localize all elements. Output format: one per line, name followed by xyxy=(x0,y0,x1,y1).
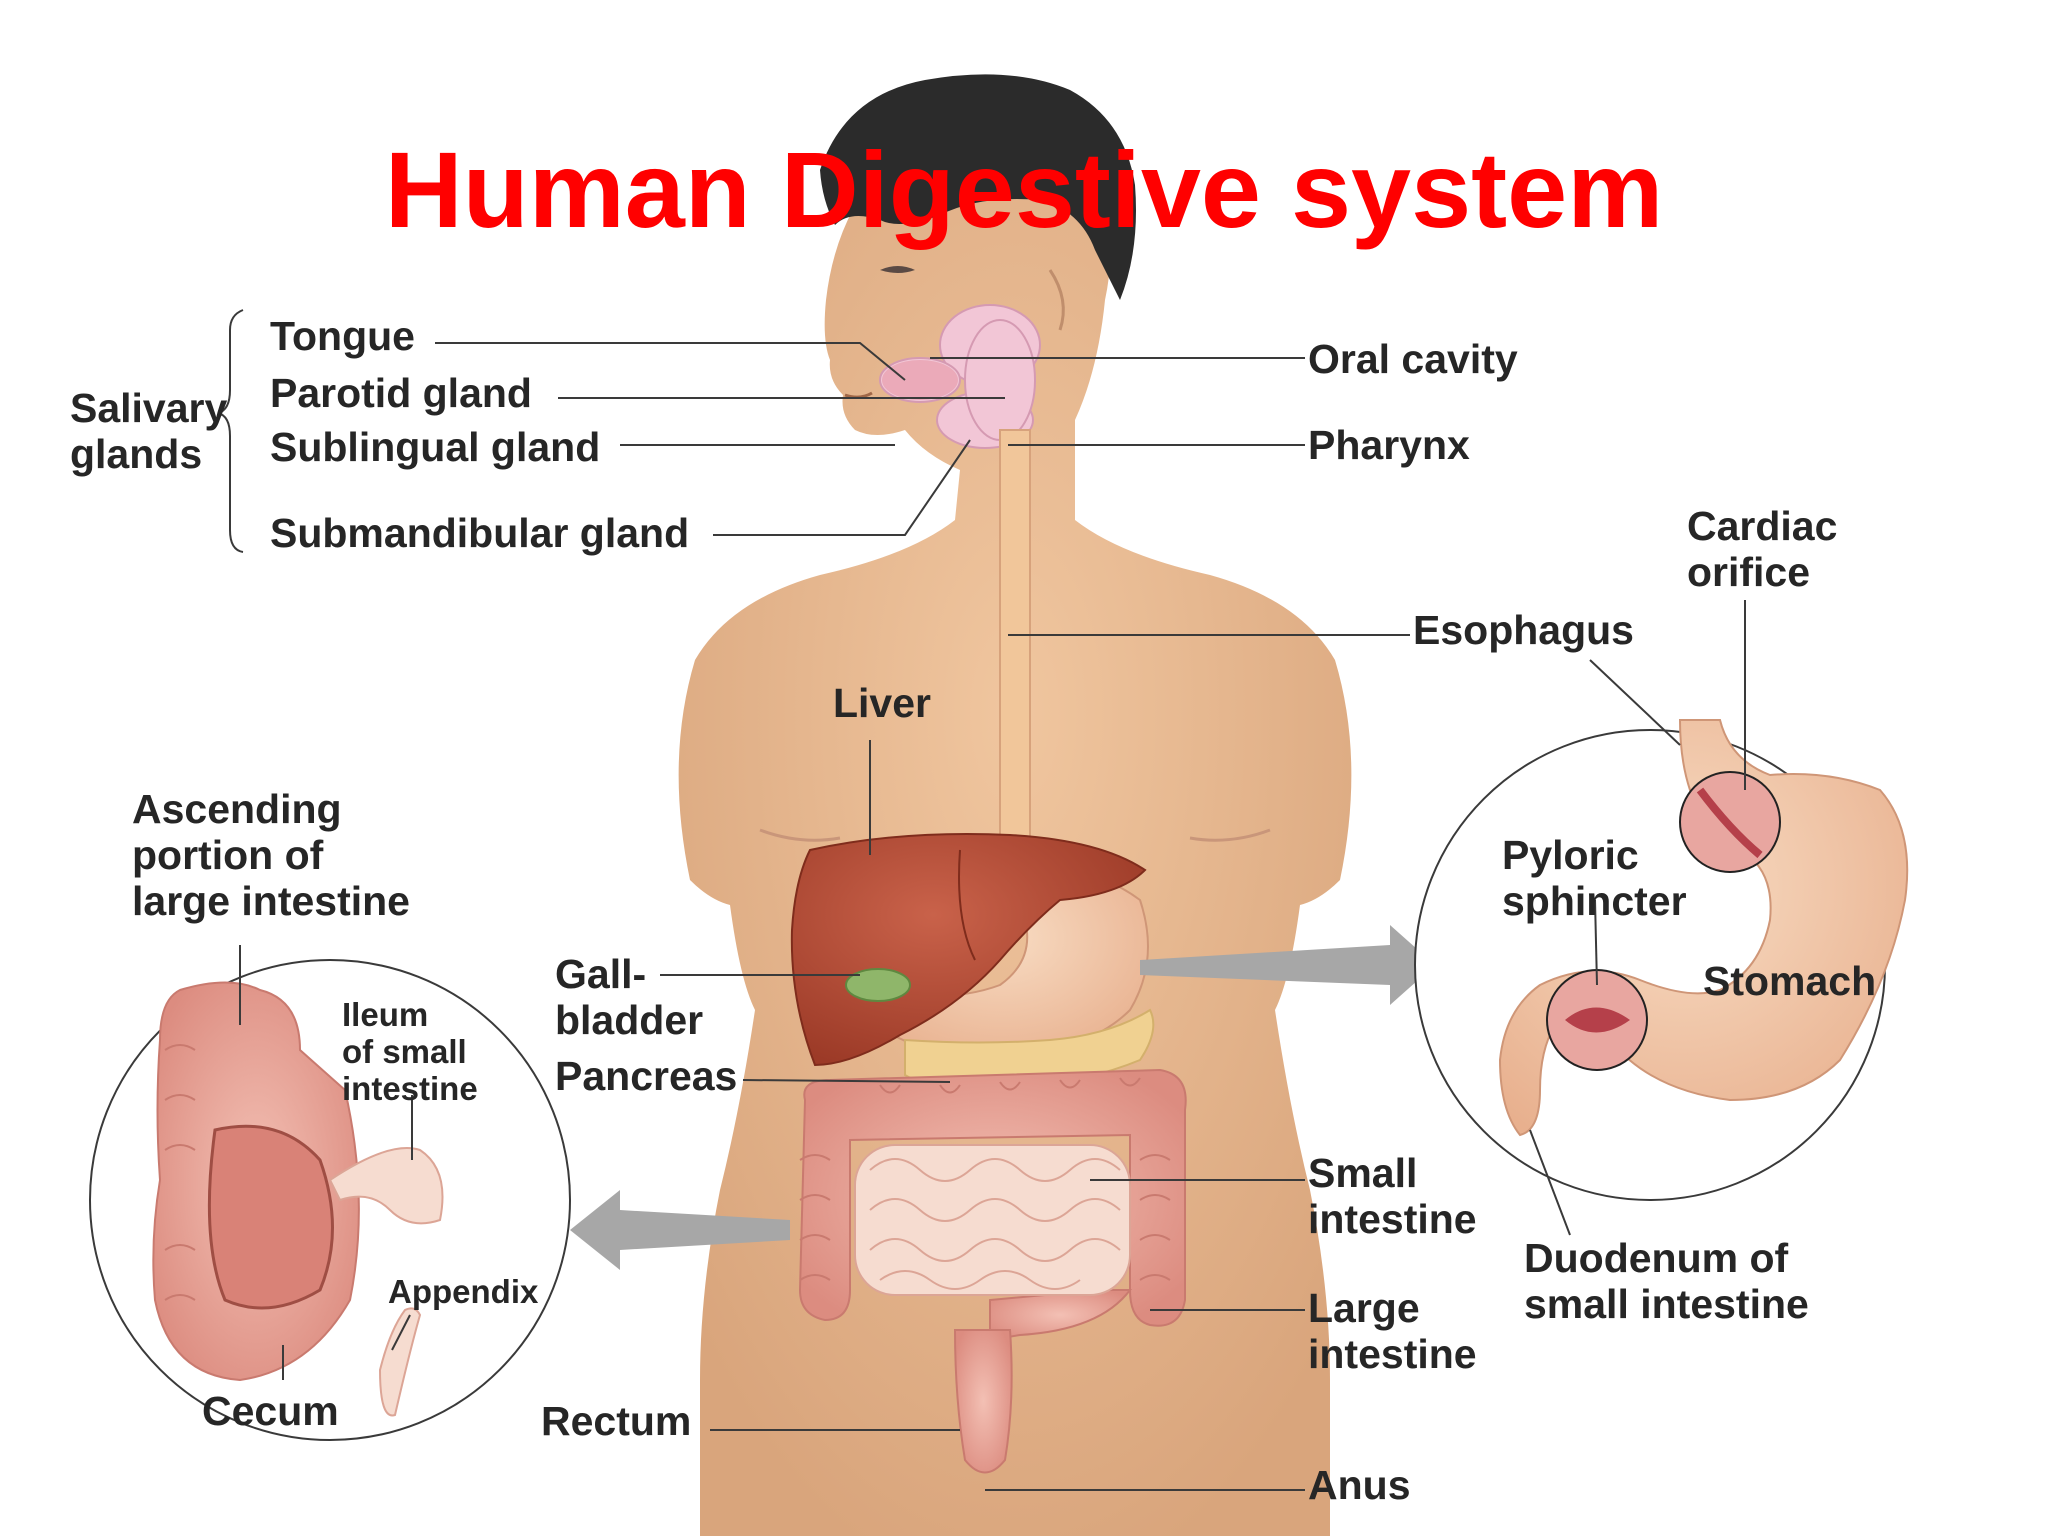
label-pharynx: Pharynx xyxy=(1308,422,1470,468)
rectum-illustration xyxy=(953,1329,1013,1474)
label-ileum-line2: of small xyxy=(342,1033,467,1070)
label-pyloric-line2: sphincter xyxy=(1502,878,1687,924)
label-ileum-line3: intestine xyxy=(342,1070,478,1107)
label-small-intestine: Small intestine xyxy=(1308,1150,1477,1242)
label-pyloric-line1: Pyloric xyxy=(1502,832,1639,878)
label-salivary-glands-line1: Salivary xyxy=(70,385,228,431)
arrow-to-intestine-inset xyxy=(570,1190,790,1270)
label-ascending-line2: portion of xyxy=(132,832,324,878)
label-esophagus: Esophagus xyxy=(1413,607,1634,653)
label-sublingual-gland: Sublingual gland xyxy=(270,424,601,470)
label-gallbladder-line2: bladder xyxy=(555,997,704,1043)
label-submandibular-gland: Submandibular gland xyxy=(270,510,690,556)
leader-lines xyxy=(217,309,1746,1491)
small-intestine-illustration xyxy=(854,1144,1131,1296)
label-rectum: Rectum xyxy=(541,1398,692,1444)
label-duodenum-line2: small intestine xyxy=(1524,1281,1809,1327)
label-ascending-line1: Ascending xyxy=(132,786,342,832)
label-large-intestine: Large intestine xyxy=(1308,1285,1477,1377)
stomach-inset xyxy=(1414,719,1909,1201)
page-title: Human Digestive system xyxy=(384,129,1664,250)
label-appendix: Appendix xyxy=(388,1273,539,1310)
label-stomach: Stomach xyxy=(1703,958,1877,1004)
label-cardiac-orifice: Cardiac orifice xyxy=(1687,503,1837,595)
label-anus: Anus xyxy=(1308,1462,1411,1508)
eye xyxy=(880,266,915,273)
intestine-inset xyxy=(89,959,571,1441)
label-small-intestine-line1: Small xyxy=(1308,1150,1418,1196)
gallbladder-illustration xyxy=(845,968,911,1002)
label-liver: Liver xyxy=(833,680,931,726)
label-pyloric-sphincter: Pyloric sphincter xyxy=(1502,832,1687,924)
label-cardiac-orifice-line1: Cardiac xyxy=(1687,503,1838,549)
label-salivary-glands-line2: glands xyxy=(70,431,203,477)
liver-illustration xyxy=(790,833,1147,1067)
label-gallbladder-line1: Gall- xyxy=(555,951,647,997)
label-salivary-glands: Salivary glands xyxy=(70,385,227,477)
esophagus-tube xyxy=(999,429,1031,861)
label-tongue: Tongue xyxy=(270,313,415,359)
label-ascending-large-intestine: Ascending portion of large intestine xyxy=(132,786,410,924)
arrow-to-stomach-inset xyxy=(1140,925,1435,1005)
label-small-intestine-line2: intestine xyxy=(1308,1196,1477,1242)
large-intestine-illustration xyxy=(798,1068,1187,1474)
label-duodenum-line1: Duodenum of xyxy=(1524,1235,1789,1281)
tongue-illustration xyxy=(882,360,958,400)
hair xyxy=(820,74,1136,300)
label-ascending-line3: large intestine xyxy=(132,878,410,924)
label-pancreas: Pancreas xyxy=(555,1053,738,1099)
label-cecum: Cecum xyxy=(202,1388,339,1434)
label-gallbladder: Gall- bladder xyxy=(555,951,703,1043)
label-oral-cavity: Oral cavity xyxy=(1308,336,1518,382)
label-ileum-line1: Ileum xyxy=(342,996,429,1033)
label-duodenum: Duodenum of small intestine xyxy=(1524,1235,1809,1327)
label-parotid-gland: Parotid gland xyxy=(270,370,532,416)
label-ileum: Ileum of small intestine xyxy=(342,996,478,1107)
label-cardiac-orifice-line2: orifice xyxy=(1687,549,1811,595)
label-large-intestine-line2: intestine xyxy=(1308,1331,1477,1377)
label-large-intestine-line1: Large xyxy=(1308,1285,1420,1331)
